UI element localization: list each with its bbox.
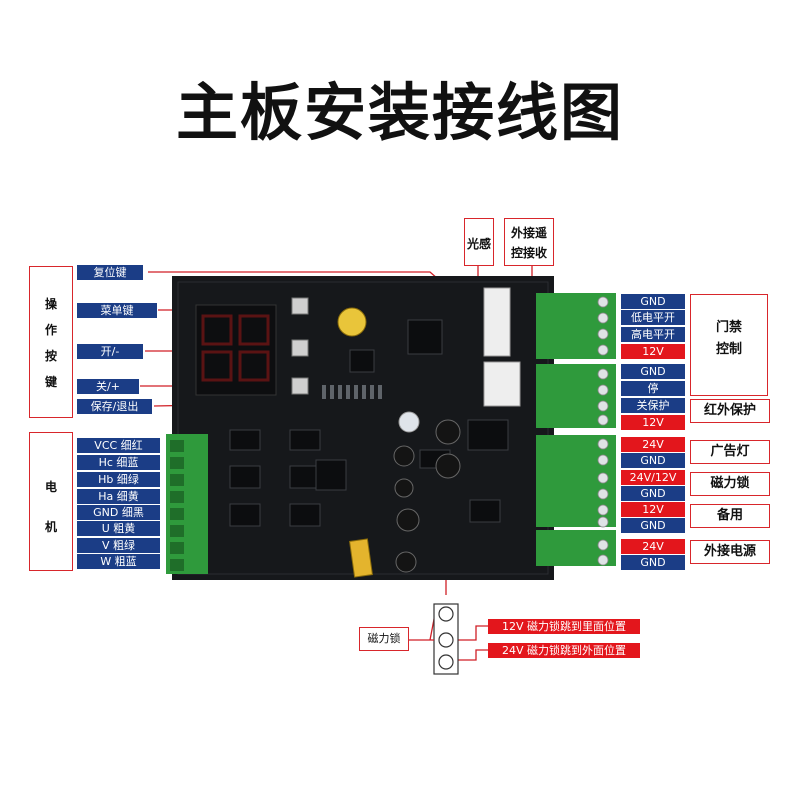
close-plus-key-label: 关/+ [77, 379, 139, 394]
motor-group: 电机 [29, 432, 73, 571]
access-12v-label: 12V [621, 344, 685, 359]
motor-title: 电机 [44, 480, 57, 534]
lock-gnd-label: GND [621, 486, 685, 501]
spare-12v-label: 12V [621, 502, 685, 517]
motor-wire-ha: Ha 细黄 [77, 489, 160, 504]
light-sensor-label-box: 光感 [464, 218, 494, 266]
ir-stop-label: 停 [621, 381, 685, 396]
jumper-lock-label: 磁力锁 [359, 627, 409, 651]
spare-group: 备用 [690, 504, 770, 528]
access-control-title-2: 控制 [715, 342, 742, 357]
jumper-24v-option: 24V 磁力锁跳到外面位置 [488, 643, 640, 658]
ad-24v-label: 24V [621, 437, 685, 452]
motor-wire-hc: Hc 细蓝 [77, 455, 160, 470]
reset-key-label: 复位键 [77, 265, 143, 280]
operation-keys-group: 操作按键 [29, 266, 73, 418]
remote-receiver-label-box: 外接遥 控接收 [504, 218, 554, 266]
magnetic-lock-group: 磁力锁 [690, 472, 770, 496]
lock-24v12v-label: 24V/12V [621, 470, 685, 485]
access-gnd-label: GND [621, 294, 685, 309]
ir-12v-label: 12V [621, 415, 685, 430]
ir-gnd-label: GND [621, 364, 685, 379]
remote-receiver-label-line1: 外接遥 [510, 226, 547, 240]
save-exit-key-label: 保存/退出 [77, 399, 152, 414]
access-low-open-label: 低电平开 [621, 310, 685, 325]
menu-key-label: 菜单键 [77, 303, 157, 318]
motor-wire-u: U 粗黄 [77, 521, 160, 536]
remote-receiver-label-line2: 控接收 [510, 246, 547, 260]
open-minus-key-label: 开/- [77, 344, 143, 359]
operation-keys-title: 操作按键 [44, 297, 57, 389]
light-sensor-label: 光感 [466, 237, 491, 251]
power-gnd-label: GND [621, 555, 685, 570]
spare-gnd-label: GND [621, 518, 685, 533]
ad-light-group: 广告灯 [690, 440, 770, 464]
external-power-group: 外接电源 [690, 540, 770, 564]
power-24v-label: 24V [621, 539, 685, 554]
ir-close-protect-label: 关保护 [621, 398, 685, 413]
motor-wire-w: W 粗蓝 [77, 554, 160, 569]
motor-wire-vcc: VCC 细红 [77, 438, 160, 453]
ad-gnd-label: GND [621, 453, 685, 468]
motor-wire-hb: Hb 细绿 [77, 472, 160, 487]
page-title: 主板安装接线图 [175, 76, 624, 149]
access-control-group: 门禁 控制 [690, 294, 768, 396]
ir-protect-group: 红外保护 [690, 399, 770, 423]
motor-wire-gnd: GND 细黑 [77, 505, 160, 520]
jumper-12v-option: 12V 磁力锁跳到里面位置 [488, 619, 640, 634]
access-control-title-1: 门禁 [715, 320, 742, 335]
motor-wire-v: V 粗绿 [77, 538, 160, 553]
access-high-open-label: 高电平开 [621, 327, 685, 342]
